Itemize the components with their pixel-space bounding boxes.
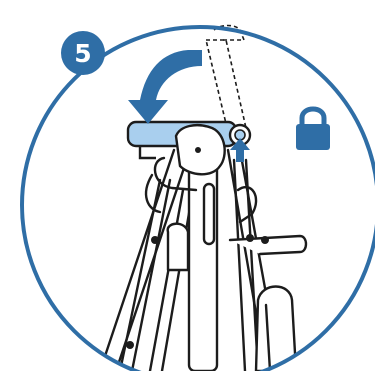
stroller-frame: [100, 150, 306, 371]
step-number-badge: 5: [61, 31, 105, 75]
lock-icon: [296, 109, 330, 150]
handle-raised-dashed: [206, 26, 246, 133]
step-number: 5: [74, 41, 91, 66]
curved-arrow-fold-icon: [128, 50, 202, 124]
